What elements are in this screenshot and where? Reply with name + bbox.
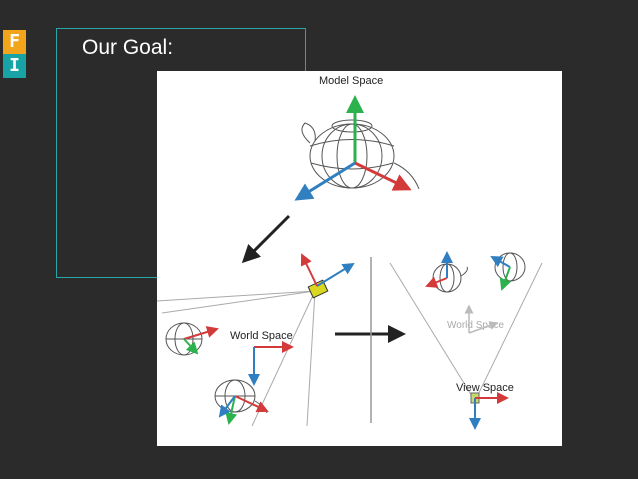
- teapot-2-z-axis: [218, 395, 236, 418]
- camera-z-axis: [316, 262, 355, 287]
- teapot-model: [301, 119, 420, 190]
- ghost-x-axis: [468, 321, 499, 334]
- logo-letter-i: I: [3, 54, 26, 78]
- teapot-2-y-axis: [225, 395, 238, 425]
- teapot-1-y-axis: [183, 338, 199, 355]
- camera-x-axis: [300, 253, 318, 287]
- slide-title: Our Goal:: [82, 36, 174, 59]
- teapot-2-x-axis: [234, 395, 269, 413]
- model-z-axis: [294, 161, 356, 201]
- world-space-label: World Space: [230, 330, 293, 342]
- teapot-1-x-axis: [183, 326, 219, 340]
- view-frustum: [389, 262, 543, 402]
- teapot-view-1: [432, 263, 468, 293]
- view-teapot-2-z-axis: [490, 256, 511, 268]
- logo-letter-f: F: [3, 30, 26, 54]
- coordinate-spaces-diagram: Model Space World Space: [157, 75, 543, 430]
- view-space-label: View Space: [456, 382, 514, 394]
- logo: F I: [3, 30, 26, 78]
- view-teapot-1-x-axis: [425, 276, 448, 288]
- model-space-label: Model Space: [319, 75, 383, 87]
- view-teapot-2-y-axis: [499, 266, 512, 291]
- model-to-world-arrow: [241, 214, 291, 264]
- model-x-axis: [354, 161, 412, 191]
- camera-icon: [307, 279, 329, 299]
- camera-frustum: [157, 290, 316, 427]
- coordinate-spaces-figure: Model Space World Space: [157, 71, 562, 446]
- world-space-ghost-label: World Space: [447, 320, 505, 331]
